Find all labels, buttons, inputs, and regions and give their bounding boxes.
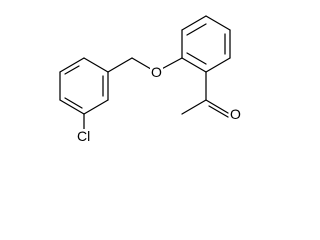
structure-diagram: O O Cl [59, 15, 242, 144]
carbonyl-oxygen-label: O [229, 106, 242, 122]
acetyl-group [181, 71, 229, 118]
molecule-drawing [59, 15, 231, 131]
ring-chloro-phenyl [59, 57, 109, 115]
ring-acetyl-phenyl [181, 15, 231, 73]
ether-oxygen-label: O [150, 64, 163, 80]
chlorine-label: Cl [76, 128, 92, 144]
ether-linkage [107, 57, 183, 73]
